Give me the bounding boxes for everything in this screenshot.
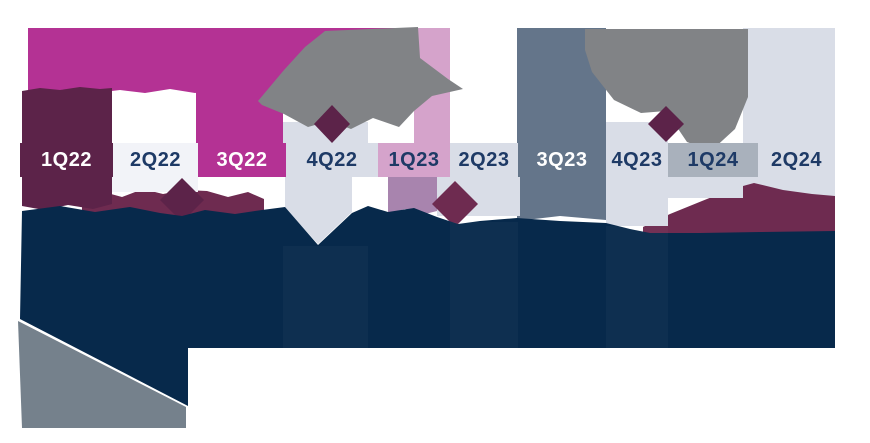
column-1q22-lower — [22, 177, 112, 210]
quarter-label-1q22: 1Q22 — [20, 143, 113, 177]
diamond-marker-2q22 — [160, 178, 204, 222]
gray-blob-left — [258, 27, 463, 129]
quarter-label-4q23: 4Q23 — [606, 143, 668, 177]
quarter-label-2q24: 2Q24 — [758, 143, 835, 177]
diamond-marker-4q23 — [648, 106, 684, 142]
column-1q24-lower — [668, 177, 743, 198]
column-1q23-lower — [388, 177, 437, 215]
navy-stripe — [450, 222, 518, 348]
navy-stripe — [606, 226, 668, 348]
diamond-marker-2q23 — [432, 181, 478, 227]
navy-stripe — [283, 246, 368, 348]
column-1q22-upper — [22, 87, 112, 143]
quarter-label-3q22: 3Q22 — [198, 143, 286, 177]
quarter-label-3q23: 3Q23 — [518, 143, 606, 177]
column-4q23-lower — [606, 177, 668, 226]
quarter-label-2q23: 2Q23 — [450, 143, 518, 177]
gray-wedge — [18, 321, 186, 428]
navy-area — [20, 206, 835, 406]
quarter-label-1q23: 1Q23 — [378, 143, 450, 177]
quarter-label-4q22: 4Q22 — [286, 143, 378, 177]
gray-blob-right — [585, 29, 748, 151]
quarter-label-2q22: 2Q22 — [113, 143, 198, 177]
quarter-label-1q24: 1Q24 — [668, 143, 758, 177]
pennant-4q22 — [285, 177, 352, 244]
maroon-mountain — [643, 183, 835, 233]
diamond-marker-4q22 — [314, 105, 350, 143]
quarter-label-band: 1Q22 2Q22 3Q22 4Q22 1Q23 2Q23 3Q23 4Q23 … — [0, 143, 870, 177]
